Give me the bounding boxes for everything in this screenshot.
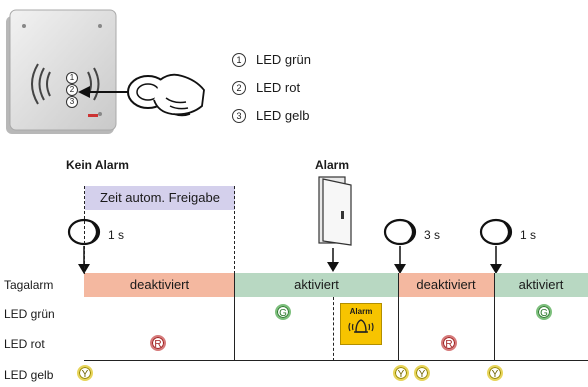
legend-number: 1 [232, 52, 246, 67]
led-green-indicator: G [275, 304, 291, 320]
device-led-3: 3 [66, 96, 78, 108]
led-yellow-indicator: Y [393, 365, 409, 381]
legend-item-1: 1 LED grün [232, 52, 311, 67]
legend-label: LED gelb [256, 108, 310, 123]
led-red-indicator: R [150, 335, 166, 351]
auto-release-zone: Zeit autom. Freigabe [85, 186, 235, 210]
reader-device-drawing [6, 9, 117, 134]
phase-title-alarm: Alarm [315, 158, 350, 172]
led-red-indicator: R [441, 335, 457, 351]
door-arrow-icon [327, 248, 339, 272]
timeline-divider [84, 186, 85, 274]
timeline-divider [234, 186, 235, 274]
timeline-divider [398, 273, 399, 361]
bell-icon [348, 319, 374, 333]
key-fob-icon-2 [383, 218, 417, 274]
timeline-divider [234, 273, 235, 361]
led-yellow-indicator: Y [77, 365, 93, 381]
legend-item-2: 2 LED rot [232, 80, 300, 95]
key-fob-icon-3 [479, 218, 513, 274]
legend-number: 2 [232, 80, 246, 95]
alarm-label: Alarm [349, 307, 373, 316]
legend-label: LED grün [256, 52, 311, 67]
duration-2: 3 s [424, 228, 441, 242]
legend-item-3: 3 LED gelb [232, 108, 309, 123]
tagalarm-band-deaktiviert-1: deaktiviert [84, 273, 235, 297]
row-label-led-gelb: LED gelb [4, 368, 54, 382]
timeline-divider [333, 297, 334, 361]
hand-key-fob-icon [78, 73, 205, 117]
tagalarm-band-deaktiviert-2: deaktiviert [398, 273, 494, 297]
timeline-divider [494, 273, 495, 361]
reader-device [4, 6, 119, 136]
led-yellow-indicator: Y [414, 365, 430, 381]
legend-label: LED rot [256, 80, 301, 95]
legend-number: 3 [232, 108, 246, 123]
row-label-tagalarm: Tagalarm [4, 278, 54, 292]
timeline-baseline [84, 360, 588, 361]
key-fob-icon-1 [67, 218, 101, 274]
duration-3: 1 s [520, 228, 537, 242]
tagalarm-band-aktiviert-1: aktiviert [235, 273, 398, 297]
row-label-led-gruen: LED grün [4, 307, 55, 321]
alarm-indicator: Alarm [340, 303, 382, 345]
led-green-indicator: G [536, 304, 552, 320]
tagalarm-band-aktiviert-2: aktiviert [494, 273, 588, 297]
device-led-1: 1 [66, 72, 78, 84]
phase-title-kein-alarm: Kein Alarm [66, 158, 129, 172]
duration-1: 1 s [108, 228, 125, 242]
led-yellow-indicator: Y [487, 365, 503, 381]
device-led-2: 2 [66, 84, 78, 96]
door-icon [318, 176, 352, 246]
row-label-led-rot: LED rot [4, 337, 45, 351]
